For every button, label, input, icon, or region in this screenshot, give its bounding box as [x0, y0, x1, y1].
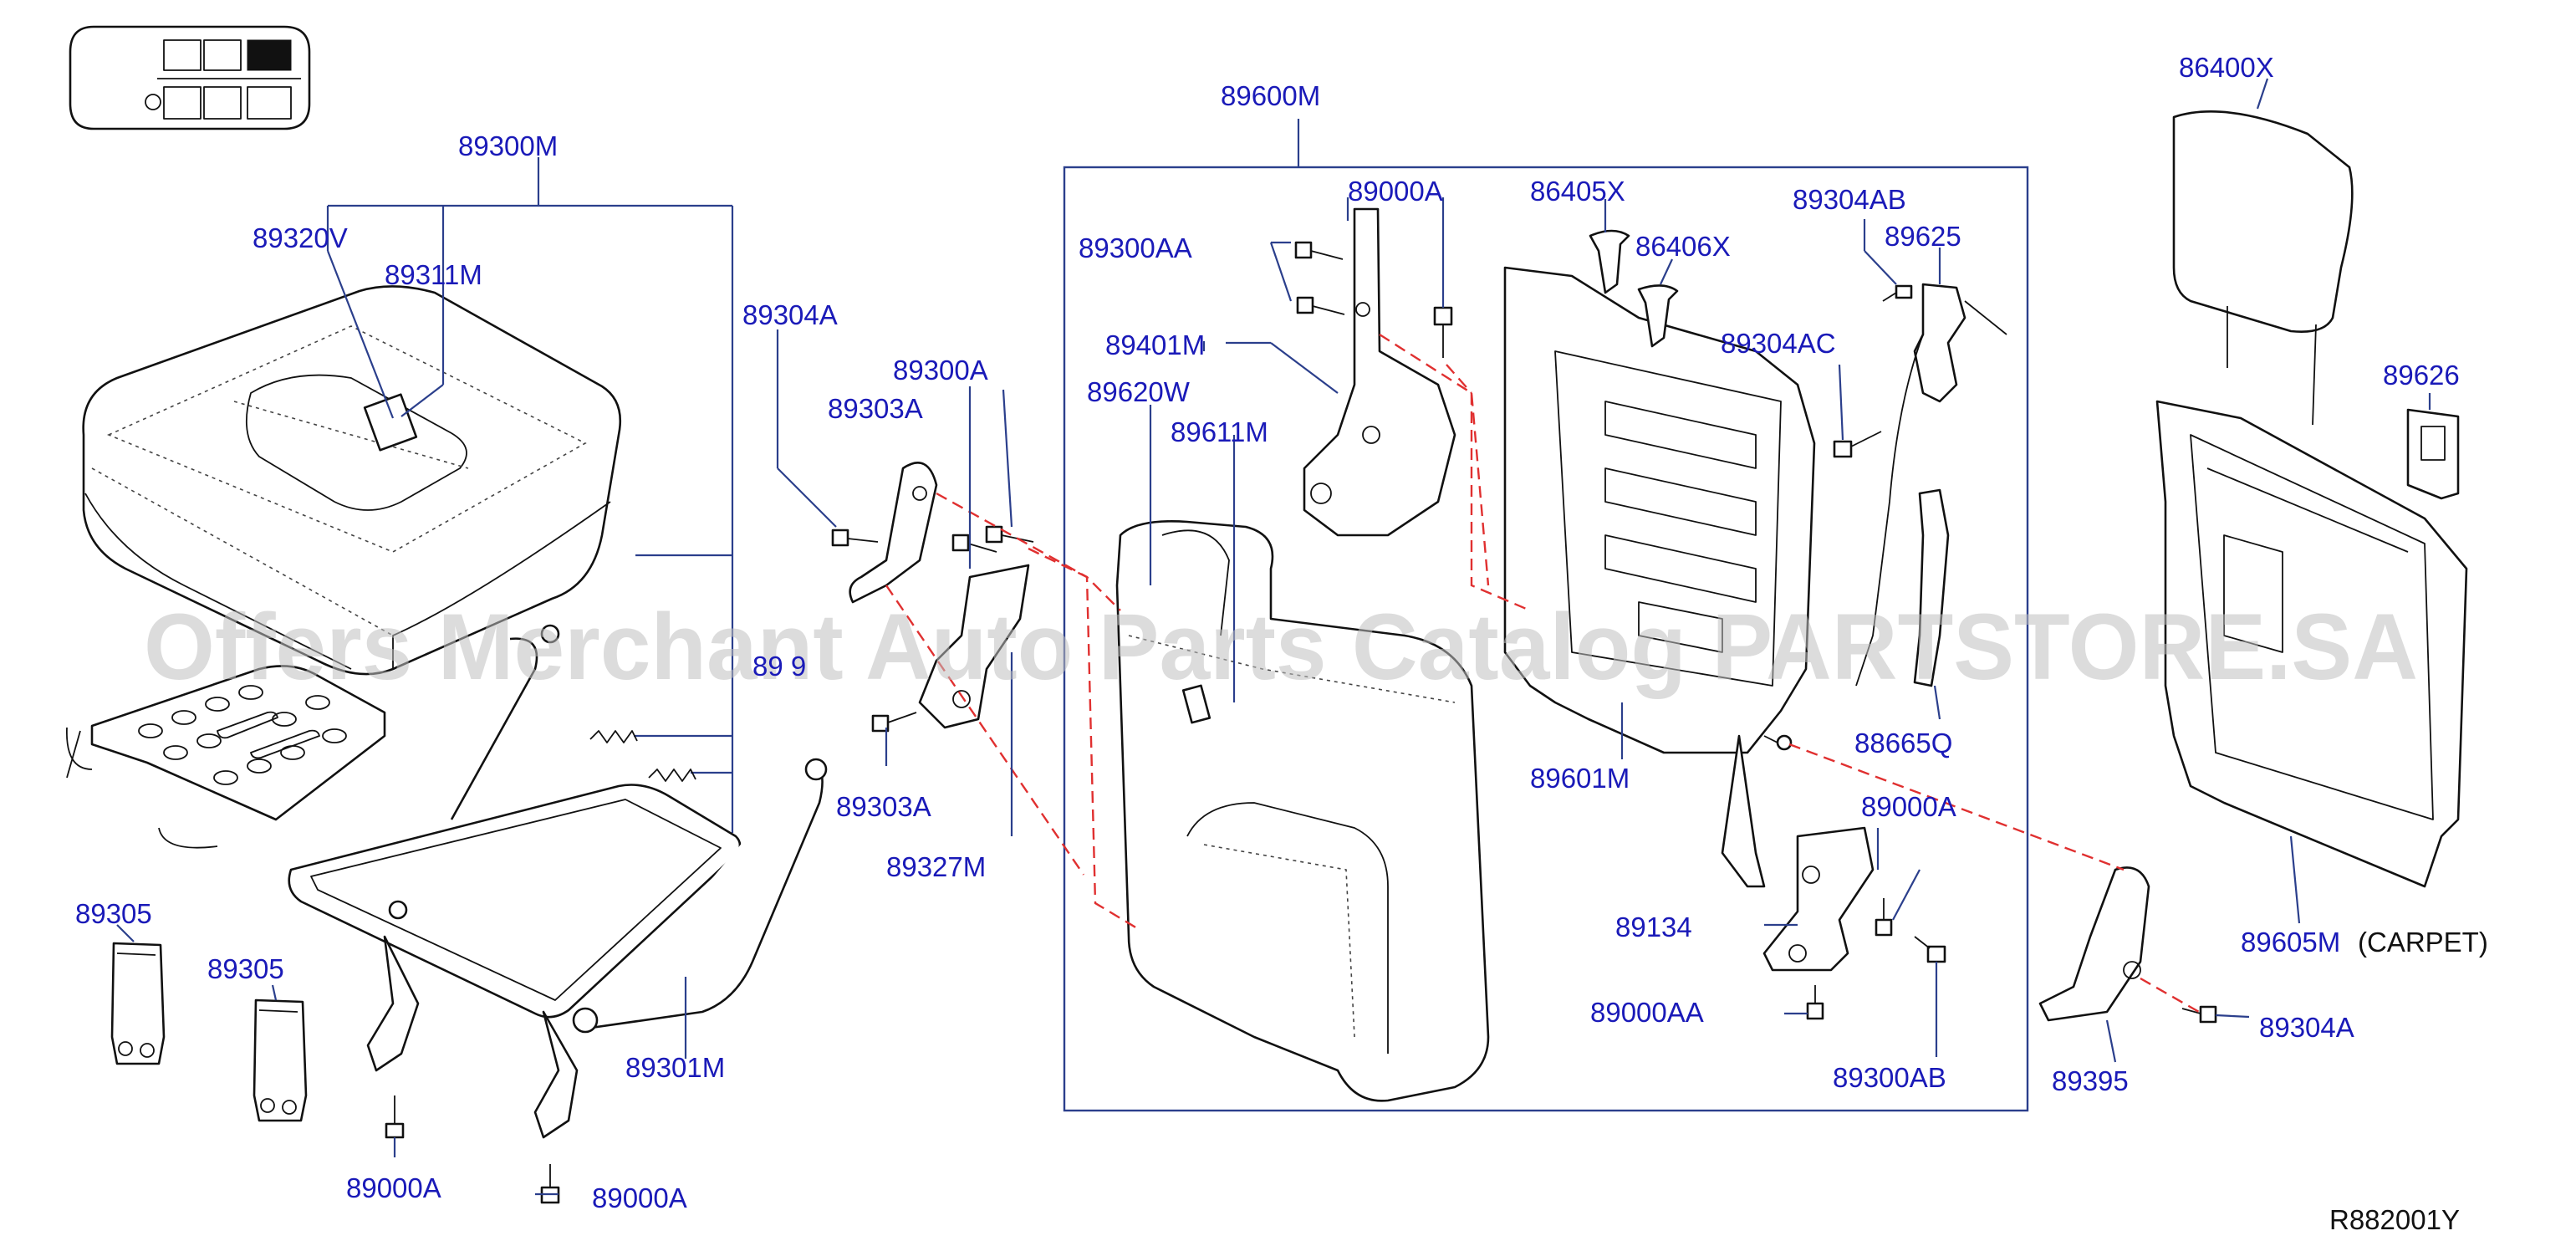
pin-86406X-icon	[1637, 284, 1679, 348]
callout-89300M: 89300M	[458, 130, 558, 161]
bolt-89000A-right-icon	[1875, 898, 1893, 937]
callout-89620W: 89620W	[1087, 376, 1191, 407]
callout-89000A-right: 89000A	[1861, 791, 1956, 822]
callout-89000A-top: 89000A	[1348, 176, 1443, 207]
callout-89304A-right: 89304A	[2259, 1012, 2354, 1043]
bolt-89000A-bottom-icon	[540, 1164, 560, 1204]
callout-89305-right: 89305	[207, 953, 284, 984]
callout-obscured-label: 89 9	[752, 651, 806, 682]
callout-89000AA: 89000AA	[1590, 997, 1704, 1028]
callout-89300AA: 89300AA	[1079, 232, 1192, 263]
callout-89000A-bottom: 89000A	[592, 1182, 687, 1213]
seat-cushion-part	[82, 285, 622, 676]
spring-parts	[589, 730, 696, 782]
callout-88665Q: 88665Q	[1854, 728, 1952, 758]
callout-89304A-top: 89304A	[742, 299, 838, 330]
bolts-89300A-icon	[831, 525, 1034, 733]
diagram-code: R882001Y	[2329, 1204, 2460, 1235]
callout-89304AC: 89304AC	[1721, 328, 1836, 359]
callout-86406X: 86406X	[1635, 231, 1731, 262]
cushion-plate-part	[66, 665, 386, 849]
callout-89395: 89395	[2052, 1065, 2129, 1096]
bolts-89300AA-icon	[1294, 241, 1345, 315]
trim-88665Q-part	[1913, 488, 1950, 687]
callout-89000A-left: 89000A	[346, 1172, 441, 1203]
bracket-89134-part	[1762, 826, 1875, 972]
bolt-89000A-top-icon	[1433, 306, 1453, 358]
callout-89303A-top: 89303A	[828, 393, 923, 424]
hinge-bracket-89305-left	[110, 942, 166, 1065]
cushion-frame-part	[288, 624, 828, 1139]
bolt-89304A-right-icon	[2181, 1005, 2217, 1024]
callout-89305-left: 89305	[75, 898, 152, 929]
seat-back-group-frame	[1063, 119, 2029, 1112]
callout-89311M: 89311M	[385, 259, 482, 290]
alignment-dashed-lines	[885, 333, 2200, 1014]
callout-89300A: 89300A	[893, 355, 988, 386]
callout-89301M: 89301M	[625, 1052, 725, 1083]
callout-89304AB: 89304AB	[1793, 184, 1906, 215]
callout-89300AB: 89300AB	[1833, 1062, 1946, 1093]
callout-89327M: 89327M	[886, 851, 986, 882]
callout-89625: 89625	[1885, 221, 1961, 252]
seat-cushion-group-bracket	[326, 157, 734, 833]
callout-89605M: 89605M	[2241, 927, 2340, 958]
callout-labels: 89300M 89320V 89311M 89304A 89300A 89303…	[75, 52, 2488, 1235]
latch-89401M-part	[1303, 207, 1456, 537]
clip-89626-part	[2406, 408, 2460, 500]
leader-lines	[116, 78, 2431, 1196]
headrest-86400X-part	[2172, 110, 2354, 426]
callout-89134: 89134	[1615, 912, 1692, 942]
callout-89600M: 89600M	[1221, 80, 1320, 111]
seat-position-indicator-icon	[69, 25, 311, 130]
bracket-89303A-part	[849, 462, 938, 604]
belt-buckle-89625-part	[1855, 283, 2007, 687]
seat-back-cushion-part	[1115, 520, 1490, 1102]
hinge-bracket-89305-right	[252, 998, 308, 1122]
back-board-89605M-part	[2155, 400, 2468, 888]
callout-89611M: 89611M	[1171, 416, 1268, 447]
bracket-89327M-part	[918, 564, 1030, 729]
callout-89401M: 89401M	[1105, 329, 1205, 360]
callout-89601M: 89601M	[1530, 763, 1630, 794]
bolt-89304AC-icon	[1833, 431, 1882, 458]
callout-89626: 89626	[2383, 360, 2460, 391]
watermark-text: Offers Merchant Auto Parts Catalog PARTS…	[144, 595, 2418, 699]
side-trim-89395-part	[2038, 866, 2150, 1022]
callout-89320V: 89320V	[252, 222, 348, 253]
callout-86400X: 86400X	[2179, 52, 2274, 83]
bolt-89000AA-icon	[1806, 985, 1824, 1020]
callout-carpet: (CARPET)	[2358, 927, 2488, 958]
callout-86405X: 86405X	[1530, 176, 1625, 207]
callout-89303A-bottom: 89303A	[836, 791, 931, 822]
bolt-89300AB-icon	[1914, 936, 1946, 963]
seat-back-frame-part	[1503, 266, 1816, 888]
bolt-89000A-left-icon	[385, 1095, 405, 1139]
pin-86405X-icon	[1589, 229, 1630, 294]
